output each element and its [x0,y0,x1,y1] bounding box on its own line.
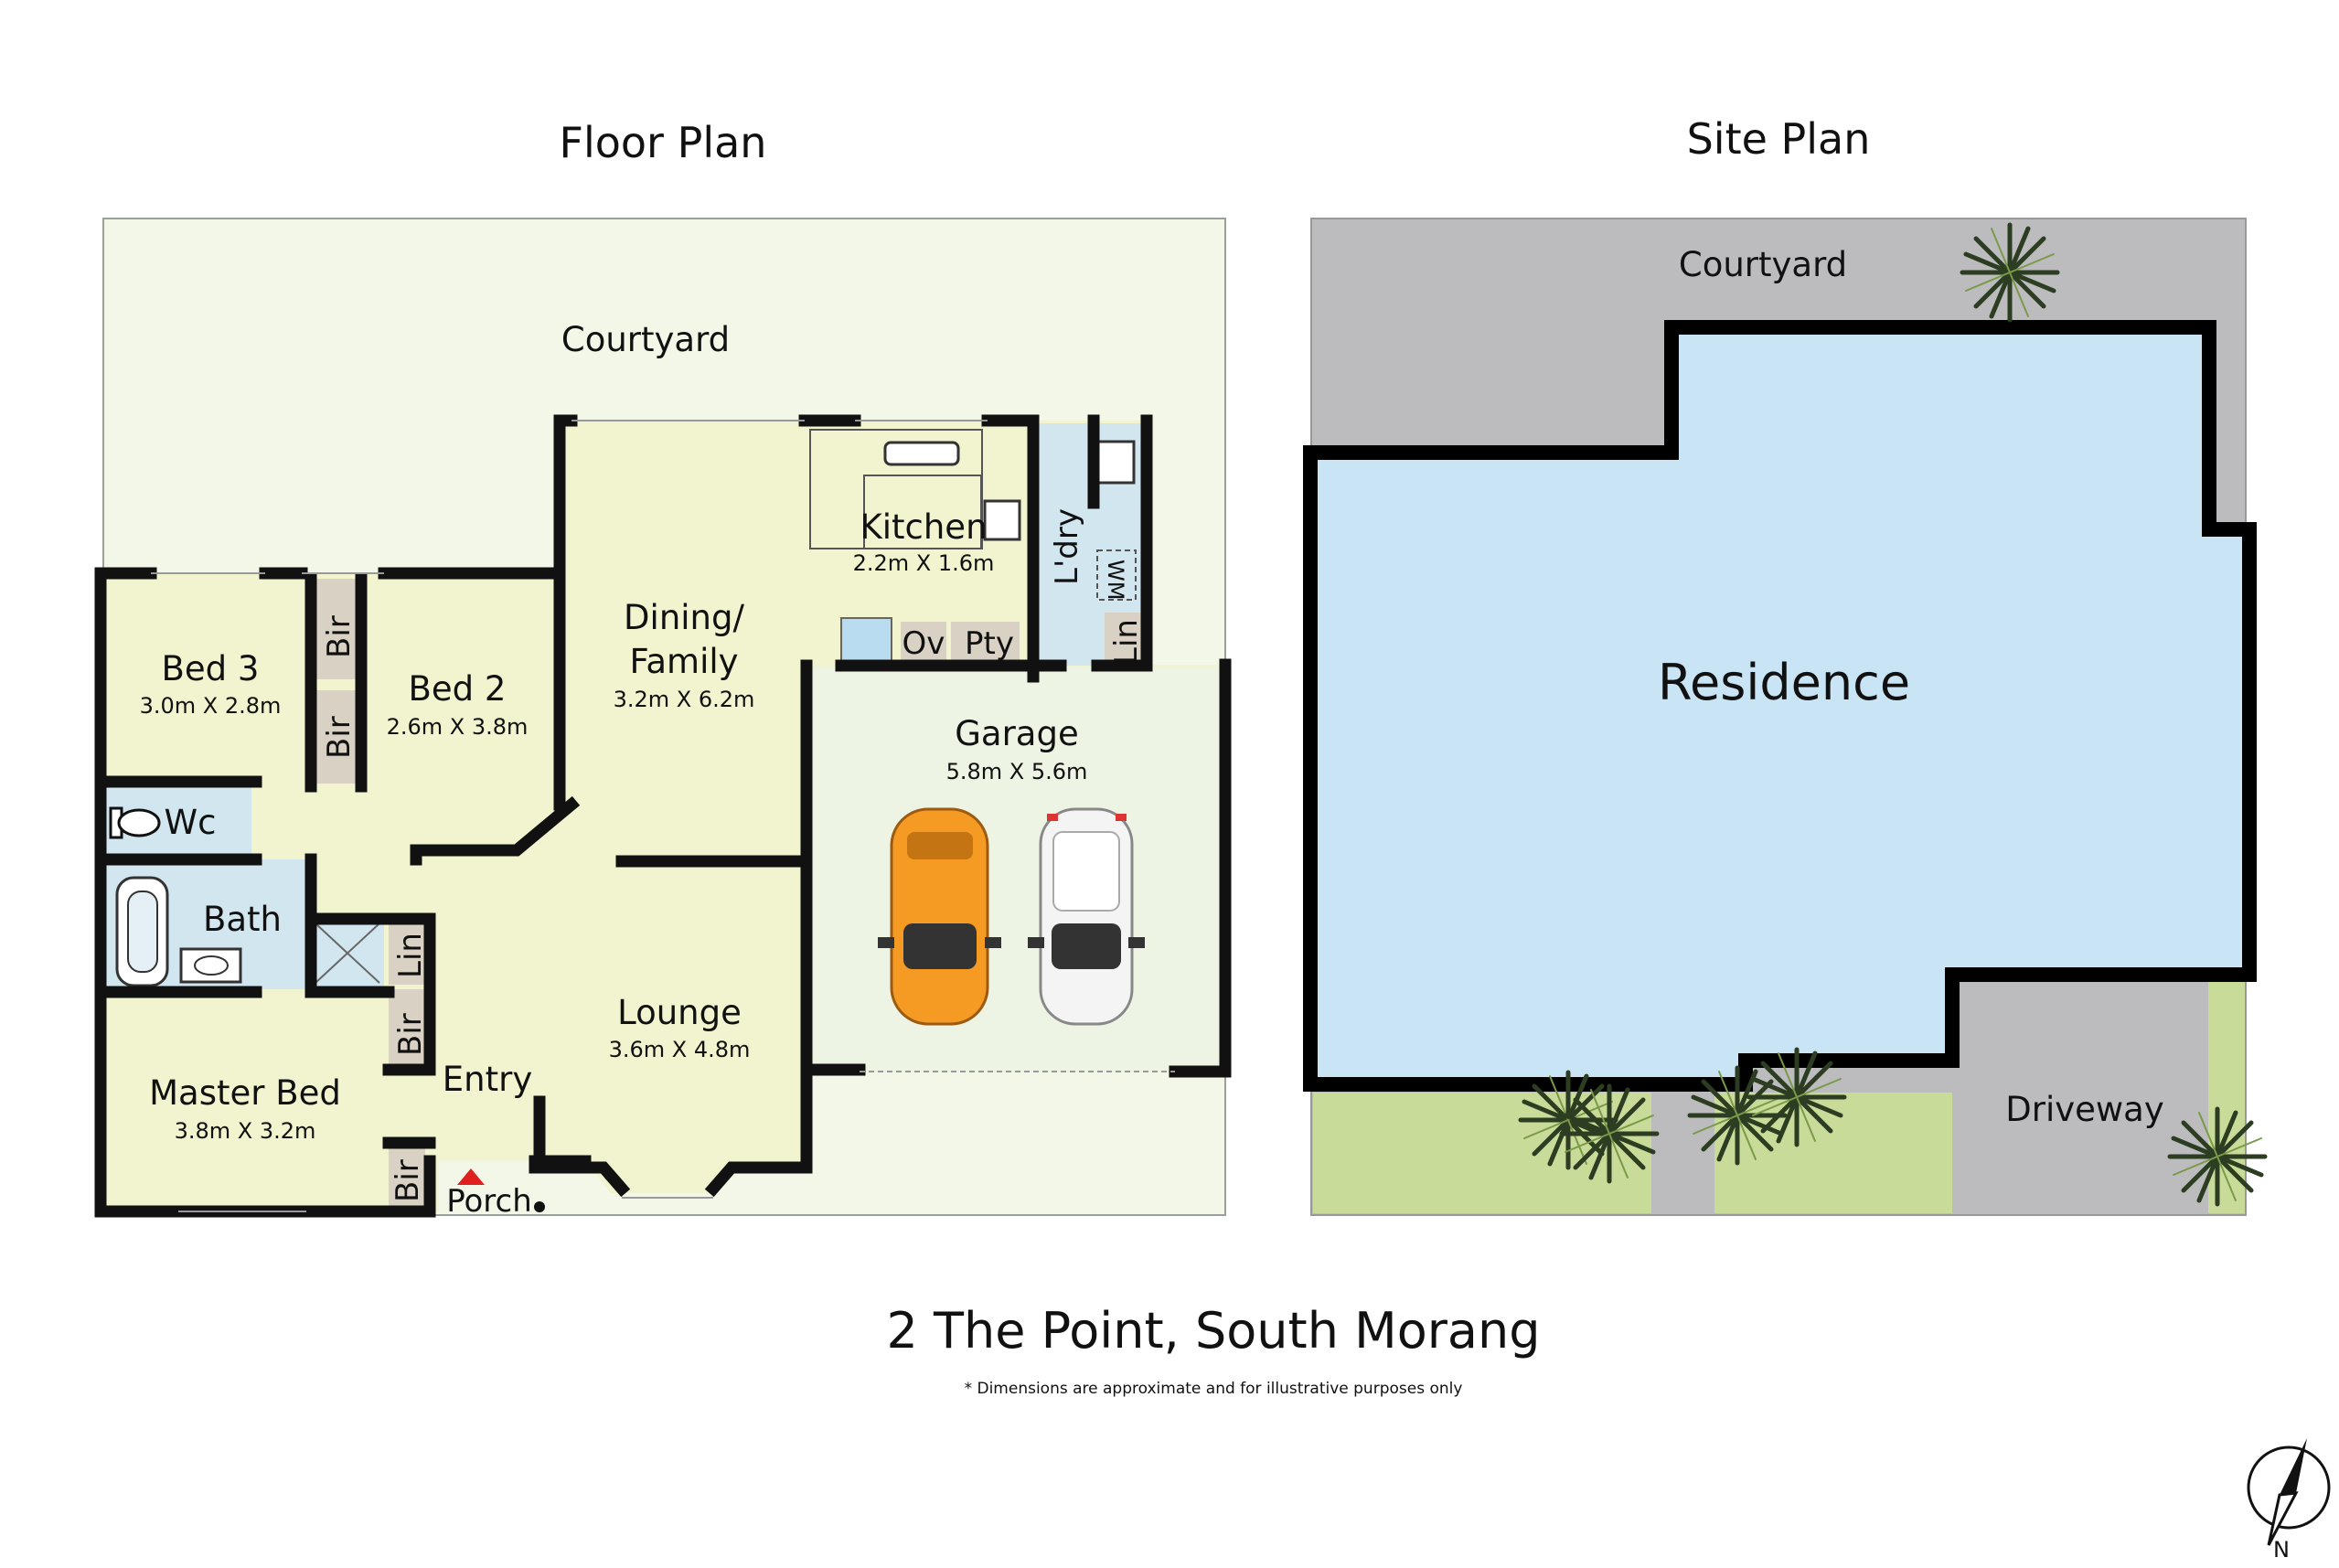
laundry-linen [1105,613,1143,666]
orange-car-icon [878,807,1001,1026]
master-bed-dims: 3.8m X 3.2m [175,1118,316,1144]
bed2-dims: 2.6m X 3.8m [387,714,529,740]
kitchen-sink-icon [883,441,960,466]
driveway-label: Driveway [2005,1090,2163,1129]
toilet-icon [109,806,161,839]
robe-master [389,989,430,1067]
pantry-cupboard [951,622,1020,663]
kitchen-island [863,475,982,549]
side-lawn-right [2208,978,2245,1213]
trough-icon [1095,440,1136,485]
master-bed-label: Master Bed [149,1073,341,1113]
shower-icon [315,923,380,984]
bir-label-bed2: Bir [321,716,358,759]
compass-north-label: N [2273,1537,2290,1563]
entry-arrow-icon [457,1168,485,1185]
palm-tree-icon [1962,225,2057,320]
front-lawn-left [1313,1093,1651,1213]
site-plan: Courtyard Residence Driveway [1303,218,2265,1216]
robe-bed3 [315,579,357,679]
floor-plan: Courtyard [94,218,1232,1220]
kitchen-dims: 2.2m X 1.6m [853,550,995,576]
bath-label: Bath [203,900,282,939]
bathtub-icon [115,876,169,987]
pantry-label: Pty [965,625,1014,662]
oven-label: Ov [902,625,945,662]
linen-cupboard [389,919,430,985]
palm-tree-icon [1690,1068,1785,1163]
dining-dims: 3.2m X 6.2m [614,687,755,712]
cooktop-icon [983,499,1021,541]
bed2-label: Bed 2 [409,669,507,709]
garage-label: Garage [955,714,1078,753]
wm-label: WM [1103,560,1128,600]
white-car-icon [1028,807,1145,1026]
garage-area [806,667,1223,1072]
bir-label-bed3: Bir [321,615,358,658]
residence-label: Residence [1658,654,1910,711]
bir-label-master: Bir [392,1013,429,1056]
entry-label: Entry [443,1060,532,1099]
vanity-icon [179,947,242,984]
bed3-label: Bed 3 [162,649,260,688]
lin-label-hall: Lin [392,933,429,978]
wc-label: Wc [165,803,217,842]
site-courtyard-label: Courtyard [1679,245,1847,284]
washing-machine-icon [1096,549,1137,601]
kitchen-label: Kitchen [860,507,987,547]
doorbell-icon [534,1201,545,1212]
palm-tree-icon [1562,1086,1657,1181]
palm-tree-icon [1749,1050,1844,1145]
walls [94,414,1232,1218]
bed3-dims: 3.0m X 2.8m [140,693,282,719]
garage-dims: 5.8m X 5.6m [946,759,1088,784]
dining-label-line2: Family [629,642,738,681]
robe-bed2 [315,690,357,784]
residence-outline [1303,320,2257,1092]
bir-label-master-2: Bir [390,1159,426,1202]
palm-tree-icon [2170,1109,2265,1204]
porch-label: Porch [446,1183,532,1220]
porch-area [439,1161,613,1211]
north-compass-icon [2247,1438,2331,1546]
lounge-label: Lounge [617,993,742,1032]
site-plan-title: Site Plan [1687,114,1871,164]
windows [151,420,1175,1212]
oven-unit [901,622,946,663]
lounge-dims: 3.6m X 4.8m [609,1037,751,1062]
fridge-icon [840,617,892,665]
laundry-label: L'dry [1049,508,1085,585]
property-address: 2 The Point, South Morang [886,1302,1540,1360]
floor-plan-title: Floor Plan [560,118,767,167]
lin-label-laundry: Lin [1108,619,1145,665]
robe-master-2 [389,1145,425,1209]
dining-label-line1: Dining/ [624,598,744,637]
courtyard-label: Courtyard [561,320,730,359]
disclaimer: * Dimensions are approximate and for ill… [965,1380,1463,1398]
